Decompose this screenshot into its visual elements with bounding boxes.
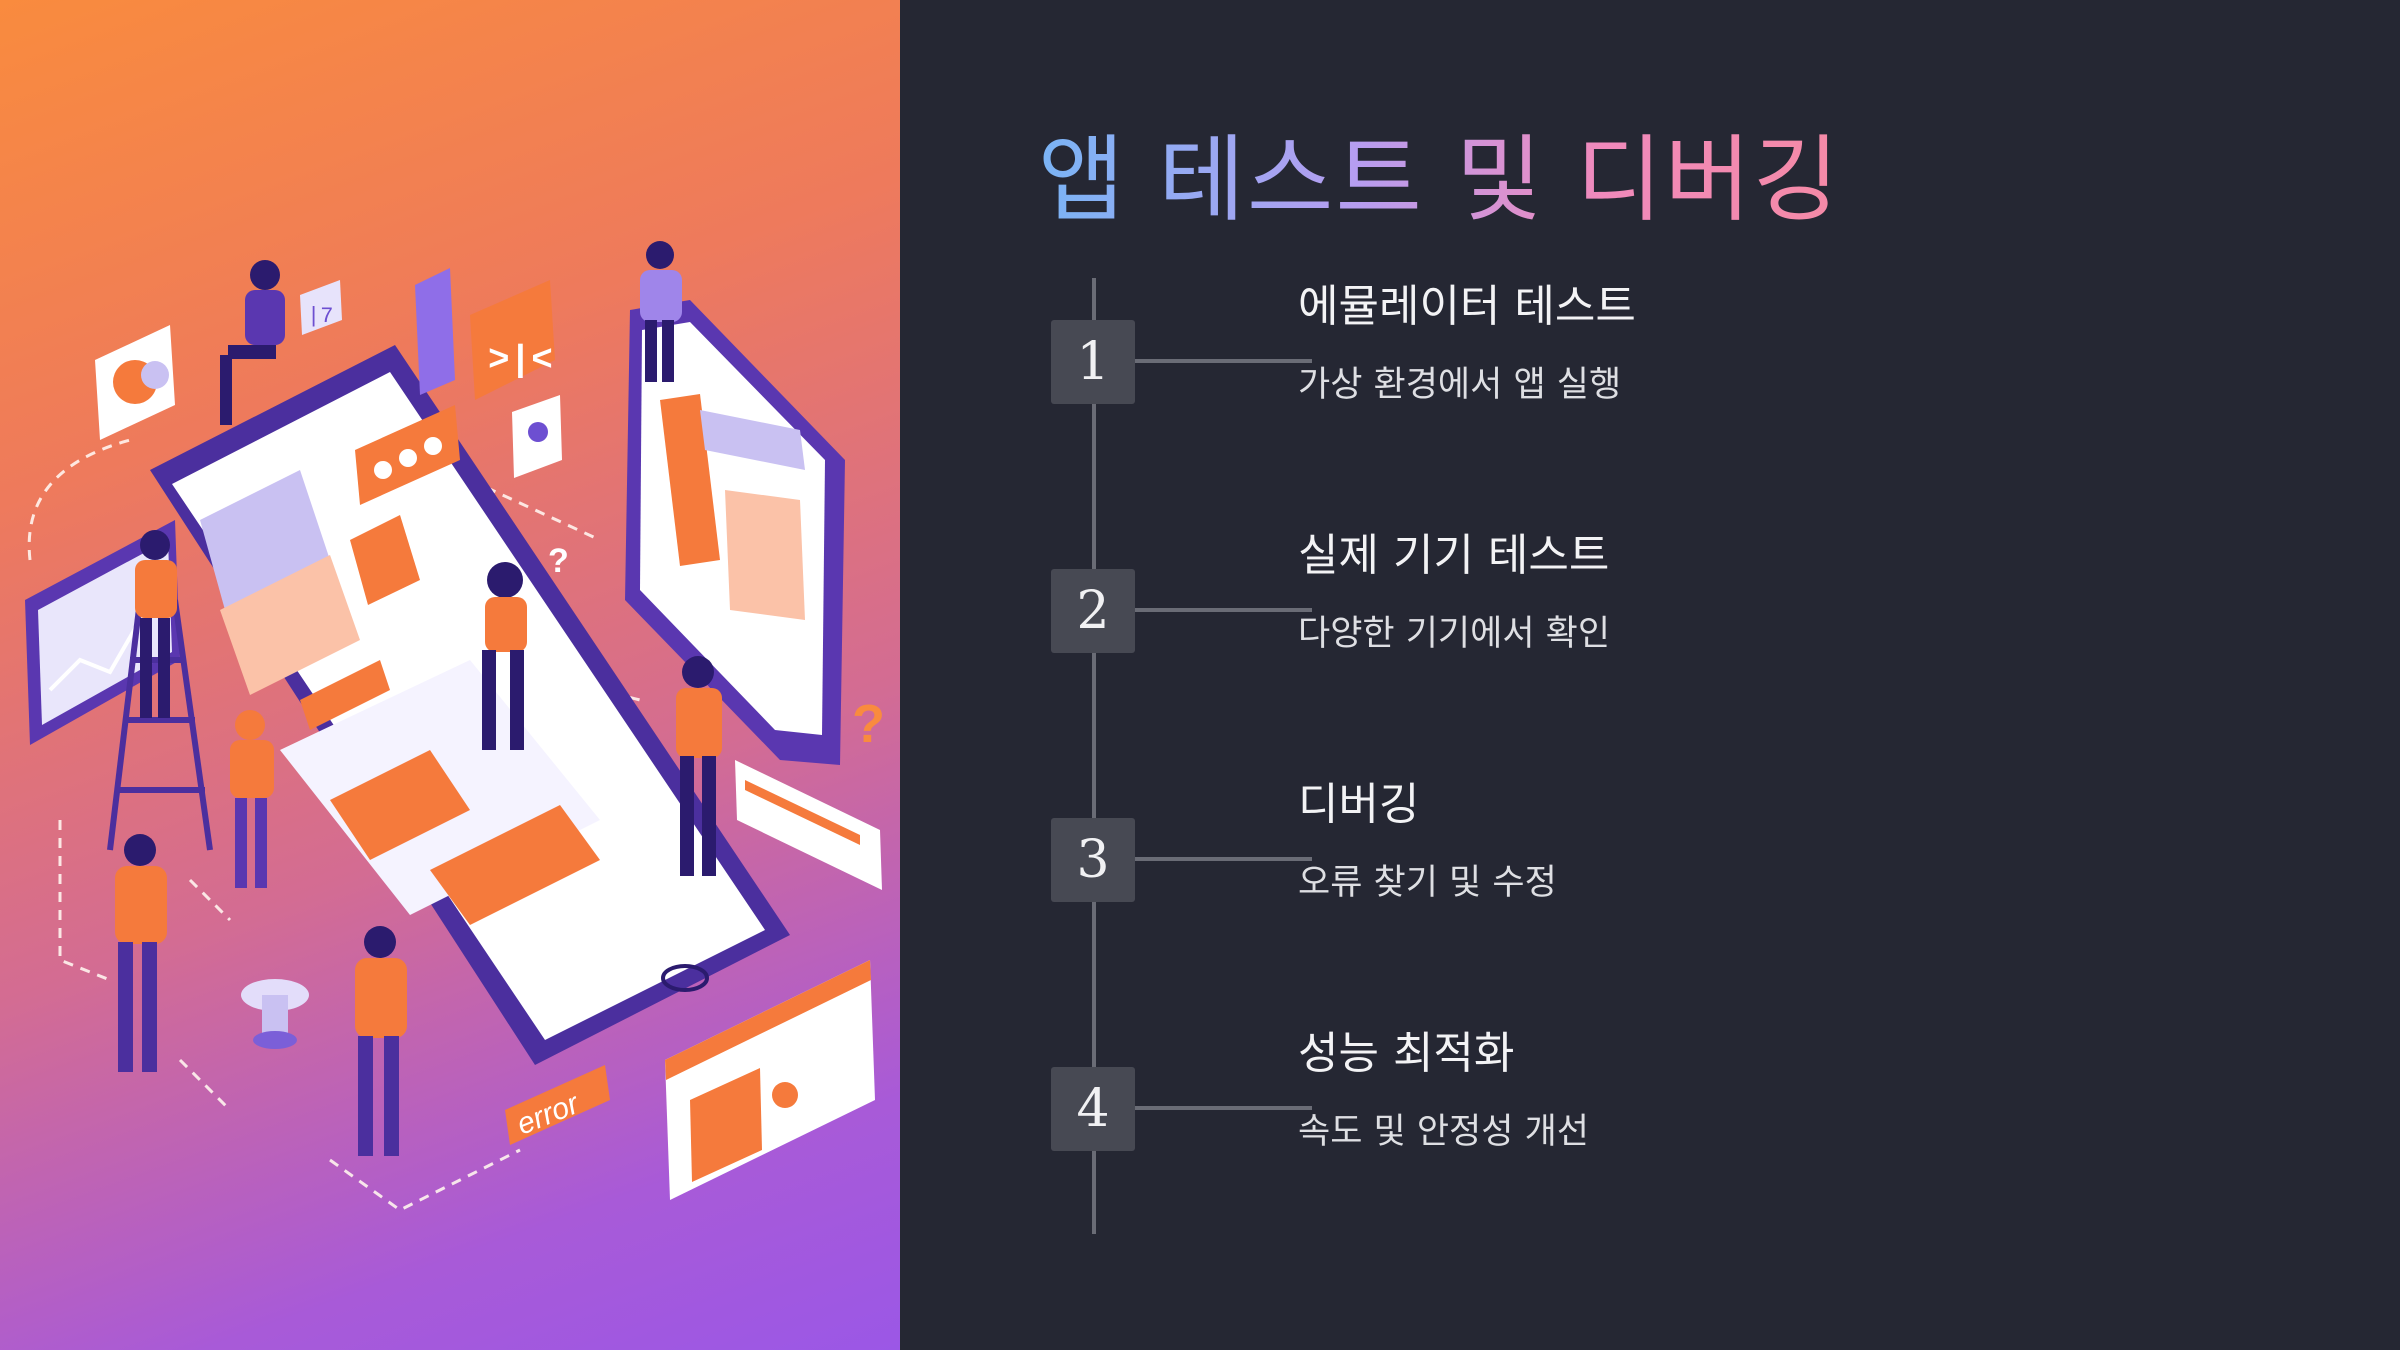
app-testing-illustration: >|< |7: [25, 241, 885, 1212]
person-bottom-left: [115, 834, 167, 1072]
ladder: [107, 599, 213, 851]
step-connector: [1135, 359, 1312, 363]
notification-card: [735, 760, 882, 890]
step-title: 성능 최적화: [1298, 1028, 1515, 1079]
step-number-badge: 3: [1051, 818, 1135, 902]
step-number-badge: 4: [1051, 1067, 1135, 1151]
step-title: 실제 기기 테스트: [1298, 530, 1610, 581]
page-title: 앱 테스트 및 디버깅: [1038, 104, 1841, 240]
step-connector: [1135, 1106, 1312, 1110]
isometric-tablet: [150, 345, 790, 1065]
person-ladder: [135, 530, 177, 718]
question-card: [512, 395, 562, 478]
person-bottom-center: [355, 926, 407, 1156]
code-badge: >|<: [470, 280, 555, 400]
person-sitting: [230, 710, 274, 888]
step-title: 디버깅: [1298, 779, 1420, 830]
code-badge-label: >|<: [488, 340, 553, 381]
illustration-panel: >|< |7: [0, 0, 900, 1350]
step-number-badge: 1: [1051, 320, 1135, 404]
person-right: [676, 656, 722, 876]
slash-card-label: |7: [307, 304, 333, 329]
purple-pillar: [415, 268, 455, 395]
question-mark-orange: ?: [852, 694, 885, 754]
step-title: 에뮬레이터 테스트: [1298, 281, 1636, 332]
cloud-card: [95, 325, 175, 440]
timeline-line: [1092, 278, 1096, 1234]
person-top-left: [220, 260, 285, 425]
step-description: 다양한 기기에서 확인: [1298, 614, 1611, 654]
step-description: 속도 및 안정성 개선: [1298, 1112, 1589, 1152]
step-connector: [1135, 857, 1312, 861]
error-tag: error: [505, 1065, 610, 1145]
person-center-woman: [482, 562, 527, 750]
dots-bubble: [355, 405, 460, 505]
question-mark: ?: [548, 542, 569, 580]
step-number-badge: 2: [1051, 569, 1135, 653]
slash-card: |7: [300, 280, 342, 335]
person-phone-top: [640, 241, 682, 382]
step-description: 가상 환경에서 앱 실행: [1298, 365, 1622, 405]
step-description: 오류 찾기 및 수정: [1298, 863, 1557, 903]
map-browser-card: [665, 960, 875, 1200]
button-prop: [241, 979, 309, 1049]
people: [115, 241, 722, 1156]
standing-phone: [625, 300, 845, 765]
step-connector: [1135, 608, 1312, 612]
